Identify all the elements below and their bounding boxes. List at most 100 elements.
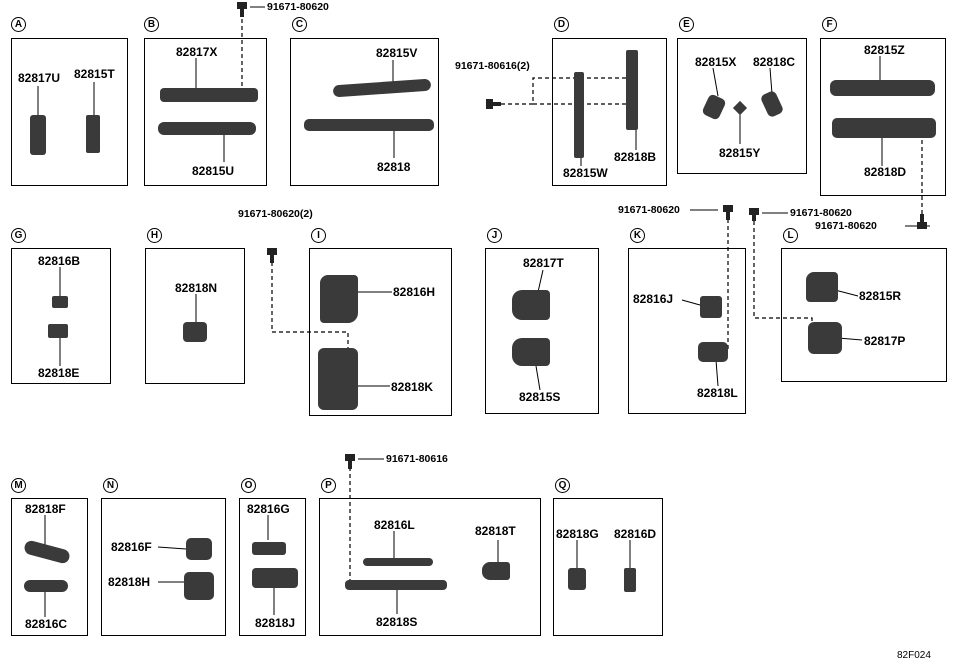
part-label-82818n: 82818N <box>175 281 218 295</box>
part-label-82816d: 82816D <box>614 527 657 541</box>
panel-i-badge: I <box>311 228 326 243</box>
panel-b <box>144 38 267 186</box>
panel-f-badge: F <box>822 17 837 32</box>
part-82816l <box>363 558 433 566</box>
part-82816g <box>252 542 286 555</box>
part-label-82816f: 82816F <box>111 540 152 554</box>
part-82818k <box>318 348 358 410</box>
part-label-82818d: 82818D <box>864 165 907 179</box>
part-82817t <box>512 290 550 320</box>
panel-i <box>309 248 452 416</box>
panel-f <box>820 38 946 196</box>
bolt-label-91671-80616: 91671-80616 <box>386 453 448 465</box>
part-82816h <box>320 275 358 323</box>
part-82818g <box>568 568 586 590</box>
panel-e-badge: E <box>679 17 694 32</box>
part-label-82816g: 82816G <box>247 502 290 516</box>
part-label-82815s: 82815S <box>519 390 561 404</box>
panel-l <box>781 248 947 382</box>
part-label-82818l: 82818L <box>697 386 738 400</box>
part-82818b <box>626 50 638 130</box>
panel-g-badge: G <box>11 228 26 243</box>
panel-n <box>101 498 226 636</box>
panel-h <box>145 248 245 384</box>
part-label-82816j: 82816J <box>633 292 674 306</box>
part-label-82816l: 82816L <box>374 518 415 532</box>
panel-g <box>11 248 111 384</box>
part-82815s <box>512 338 550 366</box>
panel-o-badge: O <box>241 478 256 493</box>
part-label-82817p: 82817P <box>864 334 906 348</box>
panel-n-badge: N <box>103 478 118 493</box>
panel-m <box>11 498 88 636</box>
panel-o <box>239 498 306 636</box>
part-label-82817u: 82817U <box>18 71 61 85</box>
panel-l-badge: L <box>783 228 798 243</box>
panel-c <box>290 38 439 186</box>
part-82815z <box>830 80 935 96</box>
part-label-82818j: 82818J <box>255 616 296 630</box>
part-label-82818e: 82818E <box>38 366 80 380</box>
part-82815w <box>574 72 584 158</box>
part-label-82816h: 82816H <box>393 285 436 299</box>
bolt-label-91671-80620-2: 91671-80620(2) <box>238 208 313 220</box>
part-label-82817t: 82817T <box>523 256 564 270</box>
part-label-82815w: 82815W <box>563 166 608 180</box>
part-label-82815y: 82815Y <box>719 146 761 160</box>
panel-m-badge: M <box>11 478 26 493</box>
part-label-82815x: 82815X <box>695 55 737 69</box>
part-82817u <box>30 115 46 155</box>
panel-p <box>319 498 541 636</box>
panel-a-badge: A <box>11 17 26 32</box>
part-82815u <box>158 122 256 135</box>
part-82818d <box>832 118 936 138</box>
bolt-label-91671-80620-f: 91671-80620 <box>815 220 877 232</box>
part-label-82817x: 82817X <box>176 45 218 59</box>
panel-c-badge: C <box>292 17 307 32</box>
part-label-82815u: 82815U <box>192 164 235 178</box>
part-label-82815v: 82815V <box>376 46 418 60</box>
part-label-82815t: 82815T <box>74 67 115 81</box>
part-label-82818f: 82818F <box>25 502 66 516</box>
part-82817p <box>808 322 842 354</box>
part-82817x <box>160 88 258 102</box>
part-label-82818s: 82818S <box>376 615 418 629</box>
panel-d <box>552 38 667 186</box>
part-82818n <box>183 322 207 342</box>
part-82818l <box>698 342 728 362</box>
panel-h-badge: H <box>147 228 162 243</box>
part-label-82818: 82818 <box>377 160 411 174</box>
part-82816b <box>52 296 68 308</box>
panel-e <box>677 38 807 174</box>
part-label-82818k: 82818K <box>391 380 434 394</box>
panel-a <box>11 38 128 186</box>
diagram-code: 82F024 <box>897 650 931 661</box>
bolt-label-91671-80620-l: 91671-80620 <box>790 207 852 219</box>
part-label-82818b: 82818B <box>614 150 657 164</box>
part-82818 <box>304 119 434 131</box>
bolt-label-91671-80620-k: 91671-80620 <box>618 204 680 216</box>
panel-j <box>485 248 599 414</box>
panel-k-badge: K <box>630 228 645 243</box>
part-82818s <box>345 580 447 590</box>
part-82818t <box>482 562 510 580</box>
part-label-82815r: 82815R <box>859 289 902 303</box>
panel-d-badge: D <box>554 17 569 32</box>
part-label-82816c: 82816C <box>25 617 68 631</box>
panel-b-badge: B <box>144 17 159 32</box>
panel-q <box>553 498 663 636</box>
part-82816c <box>24 580 68 592</box>
part-82818e <box>48 324 68 338</box>
panel-q-badge: Q <box>555 478 570 493</box>
part-label-82818g: 82818G <box>556 527 599 541</box>
part-82818h <box>184 572 214 600</box>
part-82815r <box>806 272 838 302</box>
part-82815t <box>86 115 100 153</box>
part-label-82818t: 82818T <box>475 524 516 538</box>
part-82816f <box>186 538 212 560</box>
part-82818j <box>252 568 298 588</box>
bolt-label-91671-80620-top: 91671-80620 <box>267 1 329 13</box>
bolt-label-91671-80616-2: 91671-80616(2) <box>455 60 530 72</box>
panel-k <box>628 248 746 414</box>
